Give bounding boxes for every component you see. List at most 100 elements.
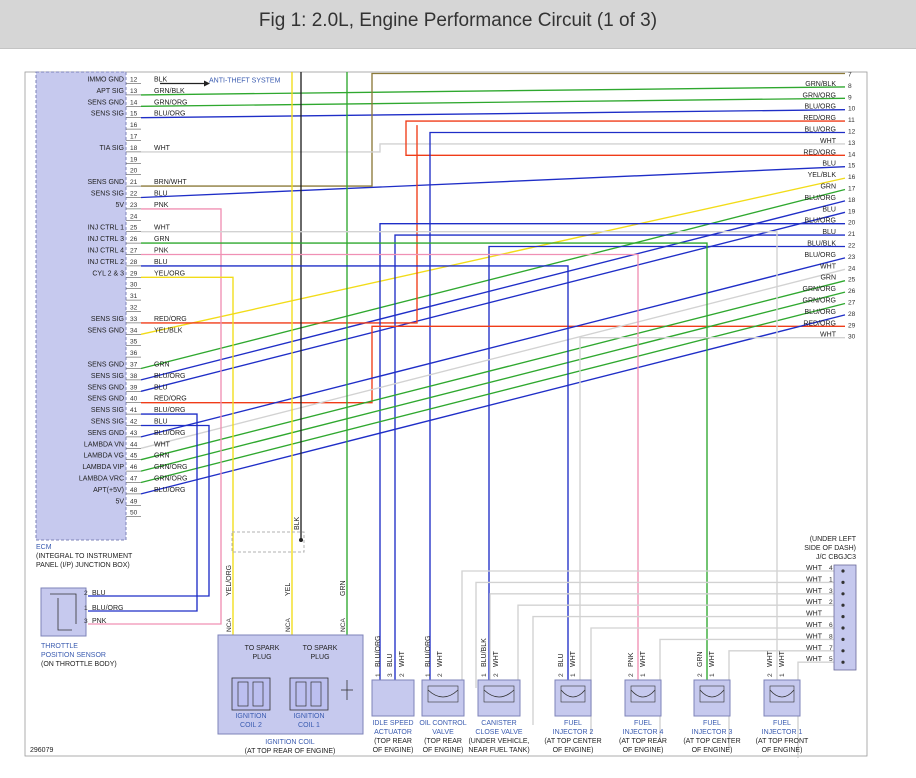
component-label: INJECTOR 2 bbox=[553, 729, 594, 736]
wire bbox=[379, 223, 845, 680]
wire-color-label: GRN/BLK bbox=[154, 88, 185, 95]
component-label: OF ENGINE) bbox=[623, 747, 664, 754]
component-label: (TOP REAR bbox=[374, 738, 412, 745]
diagram-frame bbox=[24, 71, 868, 757]
coil-pin-label: NCA bbox=[340, 617, 347, 632]
component-label: IDLE SPEED bbox=[372, 720, 413, 727]
ecm-pin-number: 42 bbox=[130, 419, 138, 426]
wire-color-label: BLU/ORG bbox=[154, 111, 186, 118]
edge-connector-number: 12 bbox=[848, 129, 856, 136]
ignition-coil-location: (AT TOP REAR OF ENGINE) bbox=[245, 748, 336, 755]
component-label: FUEL bbox=[564, 720, 582, 727]
edge-connector-number: 11 bbox=[848, 117, 855, 124]
edge-connector-number: 27 bbox=[848, 300, 856, 307]
wire-color-label: BLU bbox=[92, 590, 106, 597]
component-label: ACTUATOR bbox=[374, 729, 412, 736]
wire-color-label: GRN/ORG bbox=[803, 92, 836, 99]
component-pin-number: 2 bbox=[767, 673, 774, 677]
wire-color-label: BLK bbox=[154, 77, 168, 84]
wire-color-label: BLU bbox=[822, 229, 836, 236]
junction-id: J/C CBGJC3 bbox=[816, 554, 856, 561]
wire bbox=[88, 424, 210, 597]
ecm-pin-number: 34 bbox=[130, 327, 138, 334]
figure-title: Fig 1: 2.0L, Engine Performance Circuit … bbox=[258, 10, 658, 31]
ecm-signal-label: SENS SIG bbox=[91, 111, 124, 118]
ecm-signal-label: SENS GND bbox=[87, 362, 124, 369]
coil-name: COIL 1 bbox=[298, 722, 320, 729]
component-label: (UNDER VEHICLE, bbox=[468, 738, 529, 745]
component-label: OF ENGINE) bbox=[762, 747, 803, 754]
component-pin-number: 1 bbox=[481, 673, 488, 677]
component-pin-number: 1 bbox=[640, 673, 647, 677]
ecm-signal-label: INJ CTRL 2 bbox=[88, 259, 124, 266]
wire-color-label: WHT bbox=[806, 611, 823, 618]
wire-color-label: BLU/BLK bbox=[481, 638, 488, 667]
ecm-signal-label: LAMBDA VRC bbox=[79, 476, 124, 483]
junction-node-icon bbox=[841, 569, 845, 573]
tps-name: THROTTLE bbox=[41, 643, 78, 650]
wire-color-label: YEL/BLK bbox=[154, 327, 183, 334]
ecm-signal-label: 5V bbox=[115, 202, 124, 209]
component-pin-number: 2 bbox=[628, 673, 635, 677]
solenoid-frame-icon bbox=[483, 685, 515, 703]
ecm-signal-label: SENS GND bbox=[87, 430, 124, 437]
wire-color-label: PNK bbox=[154, 248, 169, 255]
edge-connector-number: 25 bbox=[848, 277, 856, 284]
wire-color-label: WHT bbox=[570, 650, 577, 667]
wire bbox=[475, 581, 843, 688]
wire-color-label: WHT bbox=[154, 145, 171, 152]
wire bbox=[141, 231, 778, 690]
fuel-injector-4-box bbox=[624, 679, 662, 717]
wire-color-label: WHT bbox=[806, 645, 823, 652]
wire bbox=[140, 200, 846, 381]
wire bbox=[141, 325, 845, 404]
wire bbox=[141, 253, 639, 690]
wire-color-label: WHT bbox=[399, 650, 406, 667]
wire bbox=[141, 276, 234, 640]
junction-pin-number: 8 bbox=[829, 633, 833, 640]
wire bbox=[88, 208, 222, 625]
junction-node-icon bbox=[841, 626, 845, 630]
wire-color-label: GRN/ORG bbox=[803, 286, 836, 293]
ecm-signal-label: LAMBDA VG bbox=[84, 453, 124, 460]
wire-color-label: BLU/ORG bbox=[154, 430, 186, 437]
solenoid-icon bbox=[483, 689, 515, 698]
ecm-signal-label: SENS SIG bbox=[91, 191, 124, 198]
component-pin-number: 1 bbox=[709, 673, 716, 677]
figure-number: 296079 bbox=[30, 747, 53, 754]
junction-node-icon bbox=[841, 580, 845, 585]
solenoid-frame-icon bbox=[769, 685, 795, 703]
ecm-pin-number: 47 bbox=[130, 476, 138, 483]
wire-color-label: BLU/BLK bbox=[807, 241, 836, 248]
wire-color-label: WHT bbox=[709, 650, 716, 667]
component-pin-number: 1 bbox=[570, 673, 577, 677]
ecm-pin-number: 15 bbox=[130, 111, 138, 118]
wire-color-label: BLU/ORG bbox=[804, 104, 836, 111]
wire-color-label: BLU/ORG bbox=[804, 252, 836, 259]
junction-location: SIDE OF DASH) bbox=[804, 545, 856, 552]
wire-color-label: WHT bbox=[806, 588, 823, 595]
wire-color-label: BLU/ORG bbox=[92, 605, 124, 612]
wire bbox=[141, 143, 845, 153]
ecm-pin-number: 33 bbox=[130, 316, 138, 323]
wire bbox=[141, 265, 569, 690]
spark-plug-label: TO SPARK bbox=[303, 645, 338, 652]
ecm-pin-number: 39 bbox=[130, 384, 138, 391]
ecm-signal-label: LAMBDA VN bbox=[84, 441, 124, 448]
edge-connector-number: 21 bbox=[848, 231, 856, 238]
ecm-signal-label: SENS GND bbox=[87, 99, 124, 106]
ecm-signal-label: IMMO GND bbox=[87, 77, 124, 84]
wire-color-label: GRN bbox=[154, 236, 170, 243]
wire-color-label: BLU bbox=[822, 161, 836, 168]
wire bbox=[141, 72, 845, 187]
ecm-signal-label: SENS SIG bbox=[91, 407, 124, 414]
wire-color-label: BLU/ORG bbox=[804, 218, 836, 225]
tps-pin-number: 1 bbox=[84, 605, 88, 612]
wire-color-label: BLU/ORG bbox=[154, 487, 186, 494]
ecm-pin-number: 28 bbox=[130, 259, 138, 266]
tps-pin-number: 2 bbox=[84, 590, 88, 597]
wire bbox=[140, 177, 846, 335]
ecm-signal-label: SENS GND bbox=[87, 327, 124, 334]
component-label: (AT TOP FRONT bbox=[756, 738, 809, 745]
wire-color-label: WHT bbox=[820, 263, 837, 270]
